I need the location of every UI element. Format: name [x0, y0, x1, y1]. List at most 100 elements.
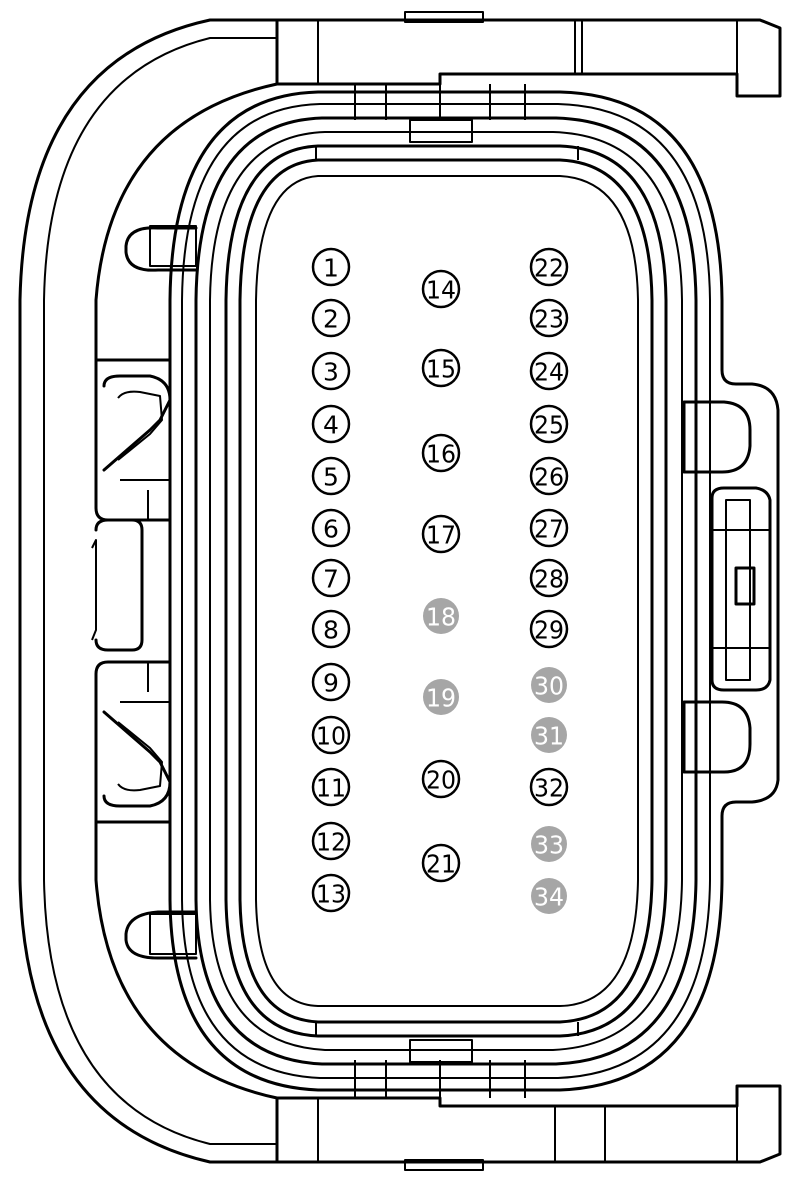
- pin-10: 10: [311, 715, 351, 755]
- pin-label: 3: [323, 358, 339, 387]
- upper-latch-ramp-inner: [117, 390, 163, 461]
- pin-label: 29: [534, 616, 564, 645]
- unused-pin-marker: [531, 878, 567, 914]
- pin-20: 20: [421, 759, 461, 799]
- pin-34: 34: [531, 878, 567, 914]
- unused-pin-marker: [531, 826, 567, 862]
- pin-marker: [529, 351, 569, 391]
- pin-29: 29: [529, 609, 569, 649]
- pin-15: 15: [421, 348, 461, 388]
- pin-marker: [421, 514, 461, 554]
- pin-label: 21: [426, 850, 456, 879]
- pin-label: 13: [316, 880, 346, 909]
- upper-latch-window: [94, 358, 172, 522]
- pin-label: 11: [316, 774, 346, 803]
- pin-label: 30: [534, 672, 564, 701]
- pin-14: 14: [421, 269, 461, 309]
- pin-marker: [421, 348, 461, 388]
- pin-23: 23: [529, 298, 569, 338]
- pin-31: 31: [531, 717, 567, 753]
- pin-21: 21: [421, 843, 461, 883]
- pin-22: 22: [529, 247, 569, 287]
- pin-25: 25: [529, 404, 569, 444]
- pin-marker: [311, 662, 351, 702]
- body-outline-4: [209, 131, 683, 1051]
- pin-marker: [529, 558, 569, 598]
- right-rail-outer: [710, 486, 772, 692]
- pin-8: 8: [311, 609, 351, 649]
- pin-marker: [529, 767, 569, 807]
- body-outline-3: [194, 116, 698, 1066]
- unused-pin-marker: [423, 598, 459, 634]
- bottom-key-slot: [409, 1039, 473, 1063]
- pin-label: 9: [323, 669, 339, 698]
- body-outline-1: [168, 90, 780, 1092]
- bottom-clip-bracket: [275, 1060, 782, 1171]
- unused-pin-marker: [531, 717, 567, 753]
- pin-marker: [421, 269, 461, 309]
- middle-latch-slot-inner: [91, 539, 97, 641]
- pins-layer: 1234567891011121314151617181920212223242…: [311, 247, 569, 914]
- pin-label: 16: [426, 440, 456, 469]
- pin-label: 12: [316, 828, 346, 857]
- top-clip-bracket: [275, 11, 782, 120]
- pin-17: 17: [421, 514, 461, 554]
- pin-label: 18: [426, 603, 456, 632]
- pin-label: 4: [323, 411, 339, 440]
- body-outline-2: [181, 103, 711, 1079]
- pin-label: 28: [534, 565, 564, 594]
- cavity-inner-line: [255, 175, 639, 1007]
- pin-marker: [529, 298, 569, 338]
- outer-latch-outer-edge: [18, 18, 279, 1164]
- right-rail-inner: [725, 499, 751, 681]
- bottom-key-tab: [404, 1159, 484, 1171]
- lower-lock-nub: [124, 910, 198, 960]
- pin-28: 28: [529, 558, 569, 598]
- pin-9: 9: [311, 662, 351, 702]
- pin-marker: [421, 759, 461, 799]
- pin-label: 5: [323, 463, 339, 492]
- pin-30: 30: [531, 667, 567, 703]
- pin-13: 13: [311, 873, 351, 913]
- pin-16: 16: [421, 433, 461, 473]
- pin-marker: [421, 433, 461, 473]
- pin-label: 1: [323, 254, 339, 283]
- pin-label: 25: [534, 411, 564, 440]
- pin-5: 5: [311, 456, 351, 496]
- pin-marker: [529, 404, 569, 444]
- body-outline-5: [224, 144, 668, 1038]
- pin-marker: [529, 247, 569, 287]
- pin-marker: [529, 508, 569, 548]
- top-key-tab: [404, 11, 484, 23]
- lower-latch-window: [94, 660, 172, 824]
- unused-pin-marker: [531, 667, 567, 703]
- pin-1: 1: [311, 247, 351, 287]
- pin-2: 2: [311, 298, 351, 338]
- lower-lock-block: [149, 913, 197, 955]
- pin-marker: [311, 715, 351, 755]
- middle-latch-slot: [94, 518, 144, 652]
- pin-19: 19: [423, 679, 459, 715]
- upper-right-lock-tab: [682, 400, 752, 474]
- pin-label: 7: [323, 565, 339, 594]
- upper-latch-ramp: [102, 374, 172, 472]
- outer-latch-housing: [18, 18, 279, 1164]
- pin-27: 27: [529, 508, 569, 548]
- pin-label: 32: [534, 774, 564, 803]
- lower-latch-ramp: [102, 710, 172, 808]
- pin-marker: [311, 609, 351, 649]
- pin-label: 22: [534, 254, 564, 283]
- pin-4: 4: [311, 404, 351, 444]
- pin-label: 33: [534, 831, 564, 860]
- pin-label: 6: [323, 515, 339, 544]
- unused-pin-marker: [423, 679, 459, 715]
- pin-3: 3: [311, 351, 351, 391]
- pin-7: 7: [311, 558, 351, 598]
- pin-marker: [311, 508, 351, 548]
- right-lock-features: [682, 400, 772, 774]
- pin-label: 19: [426, 684, 456, 713]
- pin-marker: [311, 298, 351, 338]
- upper-lock-block: [149, 225, 197, 267]
